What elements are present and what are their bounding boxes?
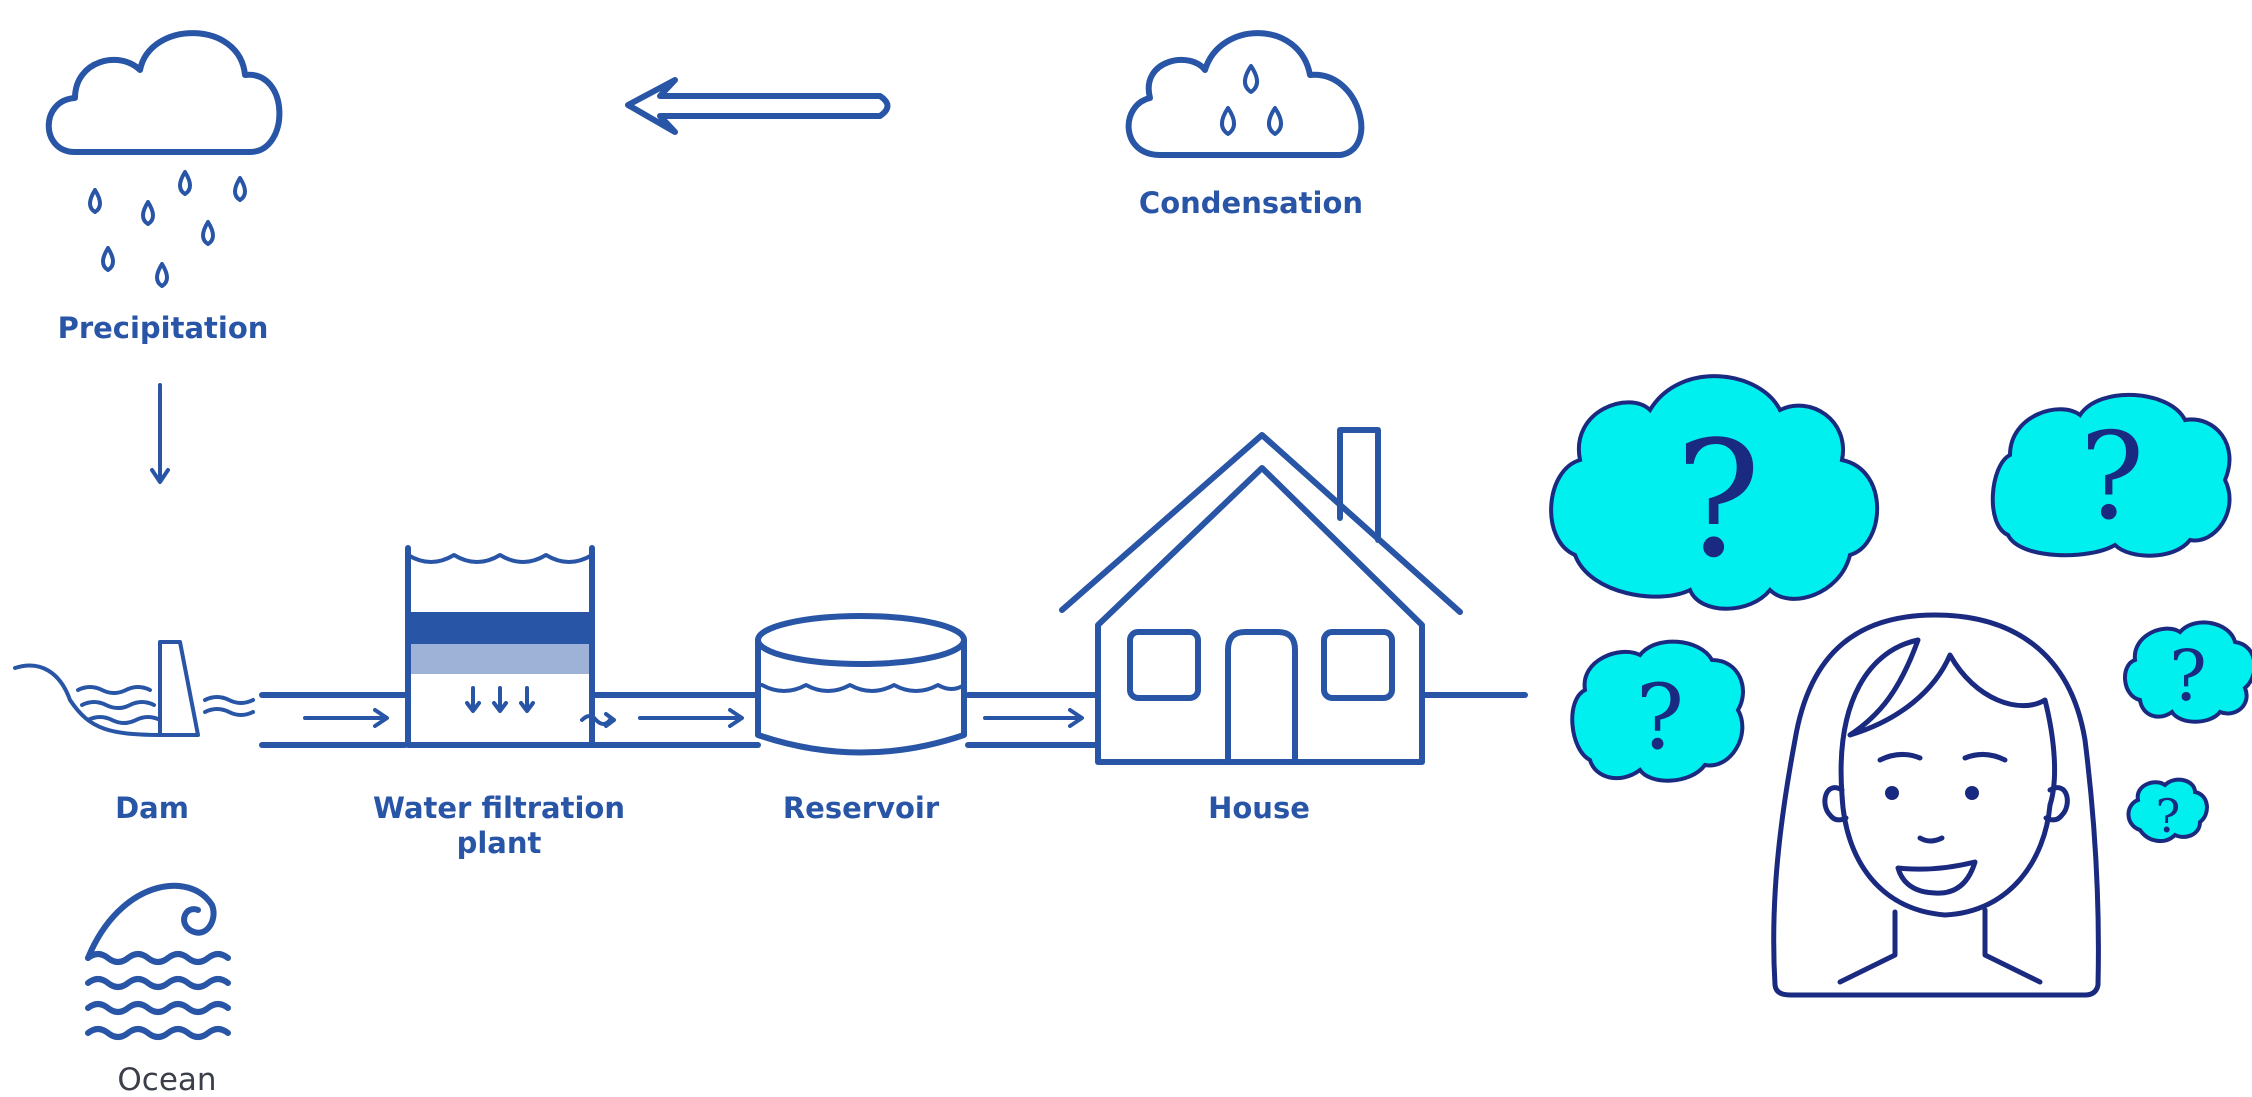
condensation-label: Condensation [1139, 186, 1363, 220]
rain-cloud-icon [45, 30, 283, 288]
question-mark-icon: ? [2169, 635, 2207, 717]
ocean-wave-icon [85, 882, 231, 1040]
reservoir-icon [755, 613, 967, 756]
down-arrow-icon [150, 383, 170, 484]
ocean-label: Ocean [117, 1062, 216, 1097]
question-mark-icon: ? [1636, 665, 1684, 770]
question-mark-icon: ? [2156, 789, 2181, 843]
filtration-label-line2: plant [457, 826, 542, 860]
dam-icon [13, 640, 255, 737]
confused-person-icon [1771, 612, 2101, 998]
dam-label: Dam [115, 791, 189, 825]
house-icon [1059, 427, 1463, 765]
left-arrow-icon [625, 77, 891, 135]
flow-arrows [303, 708, 1084, 728]
question-cloud-medium: ? [1990, 393, 2232, 558]
question-cloud-left: ? [1570, 639, 1745, 783]
condensation-cloud-icon [1125, 30, 1365, 158]
question-cloud-tiny: ? [2126, 777, 2209, 843]
question-mark-icon: ? [2080, 408, 2144, 547]
filtration-label-line1: Water filtration [373, 791, 625, 825]
question-mark-icon: ? [1675, 406, 1761, 593]
question-cloud-large: ? [1549, 374, 1880, 611]
filtration-plant-icon [405, 545, 595, 748]
question-cloud-small-right: ? [2122, 620, 2252, 724]
pipe-lines [259, 692, 1528, 748]
house-label: House [1208, 791, 1310, 825]
precipitation-label: Precipitation [58, 311, 269, 345]
reservoir-label: Reservoir [783, 791, 940, 825]
